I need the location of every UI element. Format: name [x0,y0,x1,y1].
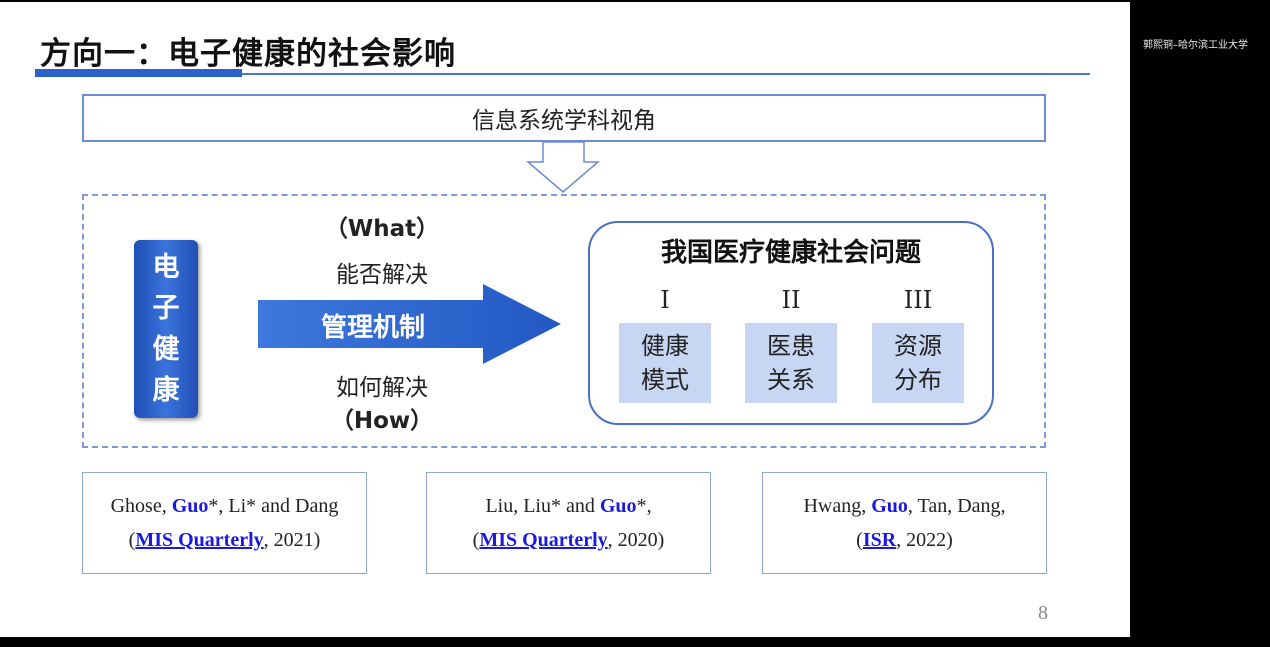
right-arrow-icon [258,284,561,364]
paren: ( [128,529,136,551]
problem-numeral: II [781,286,801,314]
problem-resources: 资源分布 [872,323,964,403]
perspective-box: 信息系统学科视角 [82,94,1046,142]
slide-title: 方向一：电子健康的社会影响 [40,36,456,72]
ref-year: , 2020) [607,529,665,551]
ref-authors: *, Li* and Dang [208,495,339,517]
mechanism-label: 管理机制 [320,313,425,343]
paren: ( [472,529,480,551]
ref-authors: *, [636,495,652,517]
cell-line: 资源 [894,332,942,360]
ref-year: , 2021) [263,529,321,551]
journal-link[interactable]: MIS Quarterly [135,529,264,551]
problem-numeral: III [903,286,933,314]
problem-doctor-patient: 医患关系 [745,323,837,403]
problems-title: 我国医疗健康社会问题 [660,238,921,268]
ehealth-char: 子 [152,293,180,324]
ref-authors: Hwang, [803,495,872,517]
page-number: 8 [1038,602,1048,624]
title-accent-bar [35,69,242,77]
can-solve-label: 能否解决 [336,262,428,288]
ref-authors: Ghose, [110,495,172,517]
ref-authors: , Tan, Dang, [907,495,1006,517]
ehealth-box: 电 子 健 康 [134,240,198,418]
problem-numeral: I [660,286,670,314]
what-label: （What） [324,216,440,242]
problems-box [588,221,994,425]
reference-box: Ghose, Guo*, Li* and Dang (MIS Quarterly… [82,472,367,574]
cell-line: 关系 [767,366,815,394]
reference-box: Liu, Liu* and Guo*, (MIS Quarterly, 2020… [426,472,711,574]
down-arrow-icon [525,141,601,193]
ref-author-highlight: Guo [871,495,908,517]
ref-author-highlight: Guo [171,495,209,517]
paren: ( [856,529,863,551]
cell-line: 健康 [641,332,689,360]
framework-dashed-box [82,194,1046,448]
ehealth-char: 健 [152,334,180,365]
title-divider [242,73,1090,75]
journal-link[interactable]: ISR [862,529,897,551]
journal-link[interactable]: MIS Quarterly [479,529,608,551]
cell-line: 医患 [767,332,815,360]
cell-line: 模式 [641,366,689,394]
problem-health-mode: 健康模式 [619,323,711,403]
ehealth-char: 电 [152,252,180,283]
ref-year: , 2022) [896,529,953,551]
slide: 方向一：电子健康的社会影响 信息系统学科视角 电 子 健 康 （What） 能否… [0,2,1130,637]
reference-box: Hwang, Guo, Tan, Dang, (ISR, 2022) [762,472,1047,574]
speaker-watermark: 郭熙铜–哈尔滨工业大学 [1143,40,1248,51]
perspective-label: 信息系统学科视角 [472,108,656,134]
cell-line: 分布 [894,366,942,394]
how-solve-label: 如何解决 [336,375,428,401]
ehealth-char: 康 [152,375,180,406]
ref-authors: Liu, Liu* and [485,495,600,517]
ref-author-highlight: Guo [599,495,637,517]
how-label: （How） [330,408,434,434]
